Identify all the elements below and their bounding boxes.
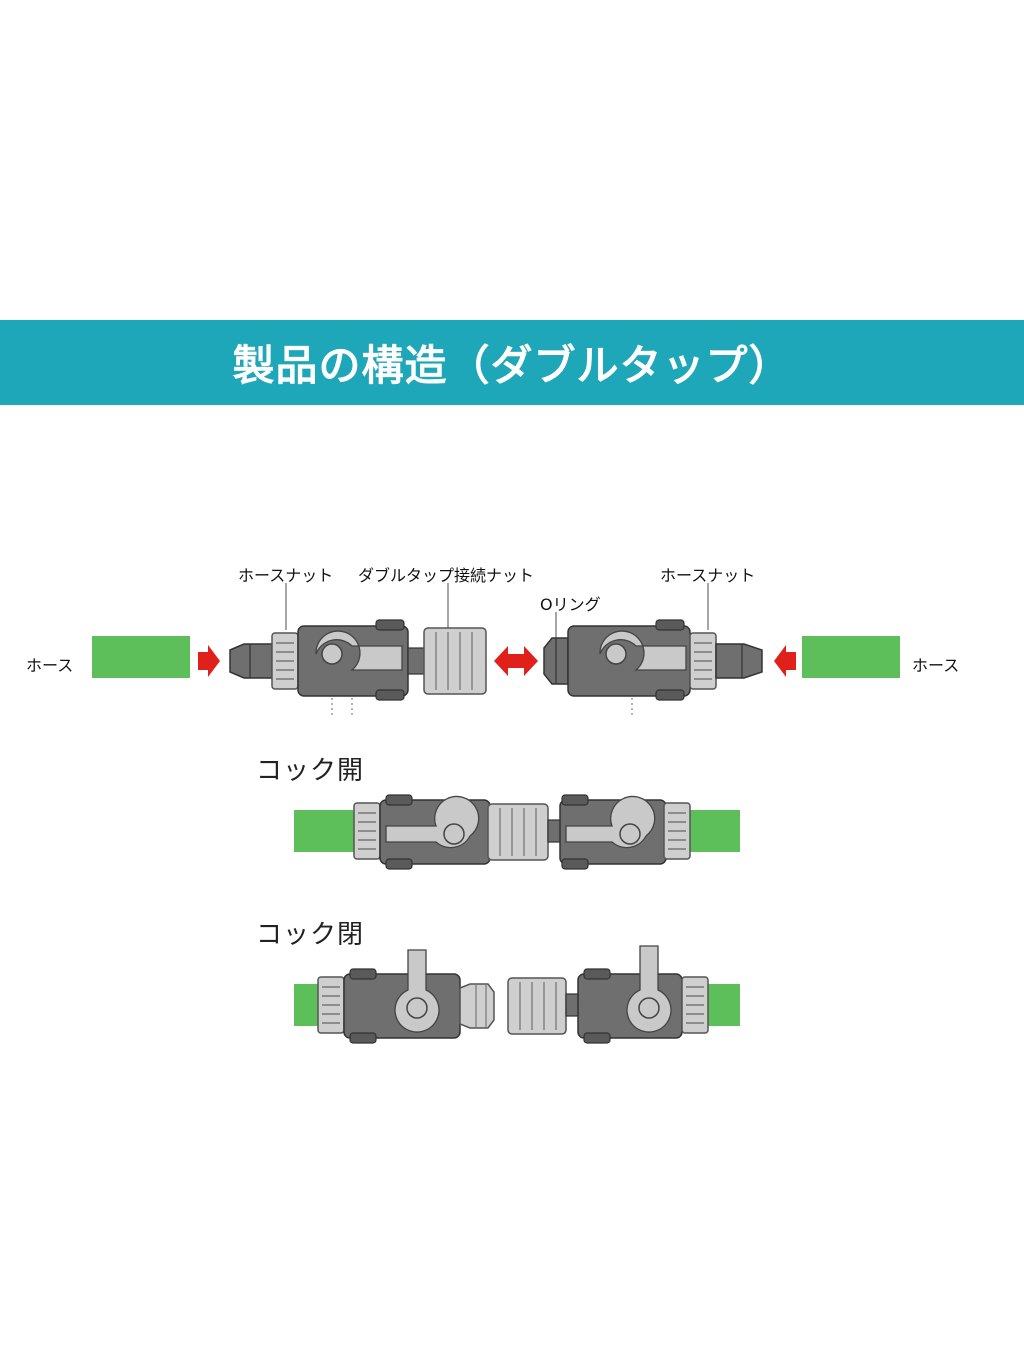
label-hose-nut-left: ホースナット [238,566,334,585]
arrow-left-icon [774,645,796,677]
double-arrow-icon [494,646,538,676]
hose-right [802,636,900,678]
hose-nut-left [271,632,299,690]
valve-body-left [297,619,427,701]
double-tap-connecting-nut [423,627,487,695]
assembly-cock-open [294,794,740,870]
leader-lines [285,583,709,640]
label-double-tap-nut: ダブルタップ接続ナット [358,566,535,585]
valve-body-right [567,619,691,701]
label-hose-left: ホース [26,656,74,675]
page-title: 製品の構造（ダブルタップ） [232,341,792,390]
title-banner: 製品の構造（ダブルタップ） [0,320,1024,405]
hose-left [92,636,190,678]
section-title-closed: コック閉 [256,920,365,950]
section-title-open: コック開 [256,756,365,786]
o-ring [543,637,569,685]
label-hose-right: ホース [912,656,960,675]
label-hose-nut-right: ホースナット [660,566,756,585]
arrow-right-icon [198,645,220,677]
label-o-ring: Oリング [540,595,601,614]
assembly-cock-closed [294,945,740,1044]
hose-barb-right [715,643,763,679]
hose-barb-left [229,643,273,679]
hose-nut-right [689,632,717,690]
